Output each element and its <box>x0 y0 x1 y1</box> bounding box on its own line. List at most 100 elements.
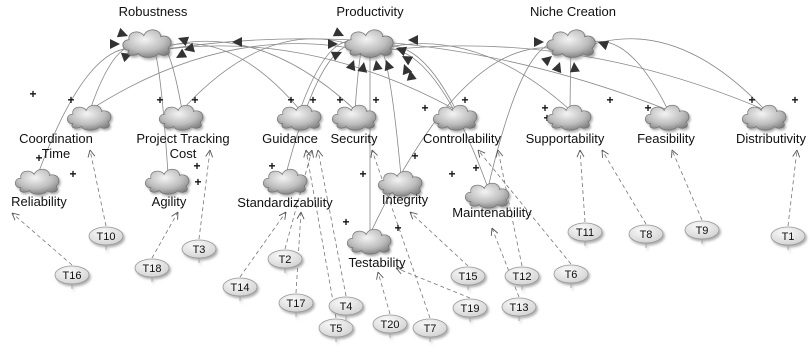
contribution-sign: + <box>287 93 294 107</box>
task-link <box>284 149 313 250</box>
task-t13[interactable]: T13 <box>501 297 537 321</box>
contribution-sign: + <box>791 93 798 107</box>
reliability-cloud[interactable] <box>14 168 60 195</box>
task-label: T3 <box>193 244 206 256</box>
feasibility-label: Feasibility <box>637 131 695 146</box>
task-label: T10 <box>97 231 116 243</box>
contribution-sign: + <box>35 151 42 165</box>
distributivity-cloud[interactable] <box>741 104 787 131</box>
testability-cloud[interactable] <box>346 228 392 255</box>
task-t10[interactable]: T10 <box>88 226 124 250</box>
task-label: T1 <box>782 231 795 243</box>
task-label: T4 <box>340 301 353 313</box>
task-t19[interactable]: T19 <box>452 298 488 322</box>
contribution-sign: + <box>448 167 455 181</box>
task-t5[interactable]: T5 <box>318 318 354 342</box>
contribution-sign: + <box>372 93 379 107</box>
task-t3[interactable]: T3 <box>181 239 217 263</box>
standardizability-label: Standardizability <box>237 195 333 210</box>
task-t15[interactable]: T15 <box>450 266 486 290</box>
security-cloud[interactable] <box>331 104 377 131</box>
task-t17[interactable]: T17 <box>278 293 314 317</box>
arrowhead <box>328 39 338 49</box>
task-t12[interactable]: T12 <box>504 266 540 290</box>
contribution-link <box>147 40 356 111</box>
testability-label: Testability <box>348 255 406 270</box>
arrowhead <box>120 52 132 63</box>
task-t18[interactable]: T18 <box>134 258 170 282</box>
task-link <box>198 149 211 240</box>
contribution-sign: + <box>336 93 343 107</box>
arrowhead <box>408 35 418 45</box>
arrowhead <box>598 40 610 51</box>
contribution-sign: + <box>69 167 76 181</box>
task-link <box>477 149 572 265</box>
arrowhead <box>541 56 552 67</box>
task-arrowhead <box>306 149 314 158</box>
guidance-cloud[interactable] <box>276 104 322 131</box>
task-t9[interactable]: T9 <box>684 220 720 244</box>
task-t14[interactable]: T14 <box>222 277 258 301</box>
productivity-cloud[interactable] <box>344 29 394 58</box>
task-arrowhead <box>477 149 486 158</box>
arrowhead <box>110 39 120 49</box>
task-link <box>151 211 179 259</box>
arrowhead <box>232 37 242 47</box>
contribution-link <box>147 38 669 111</box>
contribution-sign: + <box>156 93 163 107</box>
productivity-label: Productivity <box>336 4 404 19</box>
task-t8[interactable]: T8 <box>628 224 664 248</box>
contribution-sign: + <box>421 101 428 115</box>
standardizability-cloud[interactable] <box>262 168 308 195</box>
task-arrowhead <box>376 271 384 280</box>
task-arrowhead <box>205 149 214 158</box>
arrowhead <box>406 70 417 81</box>
arrowheads <box>110 27 610 81</box>
task-label: T9 <box>696 225 709 237</box>
task-arrowhead <box>409 211 418 220</box>
security-label: Security <box>331 131 378 146</box>
contribution-sign: + <box>748 93 755 107</box>
arrowhead <box>332 27 344 37</box>
task-arrowhead <box>171 211 179 220</box>
task-arrowhead <box>576 149 585 158</box>
integrity-cloud[interactable] <box>377 170 423 197</box>
task-link <box>395 267 471 299</box>
task-t11[interactable]: T11 <box>567 222 603 246</box>
niche-cloud[interactable] <box>546 29 596 58</box>
task-t2[interactable]: T2 <box>267 249 303 273</box>
tracking-cloud[interactable] <box>158 104 204 131</box>
task-arrowhead <box>278 211 287 220</box>
maintenability-cloud[interactable] <box>464 182 510 209</box>
arrowhead <box>116 27 128 38</box>
contribution-link <box>369 43 571 111</box>
task-arrowhead <box>87 149 96 158</box>
task-t1[interactable]: T1 <box>770 226 806 250</box>
task-t20[interactable]: T20 <box>372 314 408 338</box>
task-label: T17 <box>287 298 306 310</box>
controllability-cloud[interactable] <box>432 104 478 131</box>
task-t6[interactable]: T6 <box>553 264 589 288</box>
supportability-cloud[interactable] <box>546 104 592 131</box>
task-t16[interactable]: T16 <box>54 265 90 289</box>
coordination-cloud[interactable] <box>66 104 112 131</box>
task-link <box>491 227 520 298</box>
contribution-sign: + <box>194 175 201 189</box>
arrowhead <box>330 51 342 61</box>
robustness-cloud[interactable] <box>122 29 172 58</box>
task-t7[interactable]: T7 <box>412 318 448 342</box>
contribution-sign: + <box>29 87 36 101</box>
contribution-sign: + <box>411 149 418 163</box>
task-label: T6 <box>565 269 578 281</box>
feasibility-cloud[interactable] <box>644 104 690 131</box>
task-label: T14 <box>231 282 250 294</box>
agility-label: Agility <box>152 194 187 209</box>
agility-cloud[interactable] <box>144 168 190 195</box>
task-arrowhead <box>395 266 404 275</box>
task-label: T7 <box>424 323 437 335</box>
task-arrowhead <box>671 149 679 158</box>
task-t4[interactable]: T4 <box>328 296 364 320</box>
